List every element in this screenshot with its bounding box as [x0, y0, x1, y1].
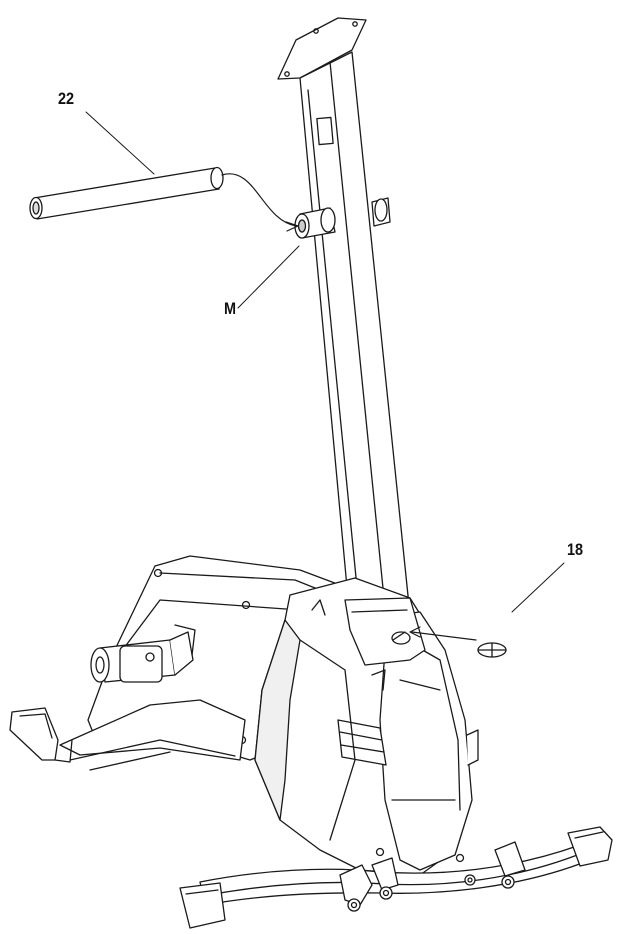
handle-bar-22: [30, 168, 223, 220]
assembly-arrow-cap: [412, 632, 476, 640]
assembly-arrow-head: [286, 222, 298, 231]
assembly-arrow-handle: [222, 174, 296, 226]
leader-line-m: [238, 246, 299, 308]
flywheel-housing: [255, 578, 478, 875]
leader-line-22: [86, 112, 154, 174]
end-cap-18: [478, 643, 506, 657]
leader-line-18: [512, 563, 564, 612]
front-stabilizer: [180, 827, 612, 928]
upright-mast: [278, 18, 410, 620]
part-label-m: M: [224, 299, 237, 318]
part-label-18: 18: [567, 540, 584, 559]
sleeve-m: [295, 208, 335, 238]
part-label-22: 22: [58, 89, 75, 108]
assembly-arrow-cap-head: [410, 627, 420, 637]
